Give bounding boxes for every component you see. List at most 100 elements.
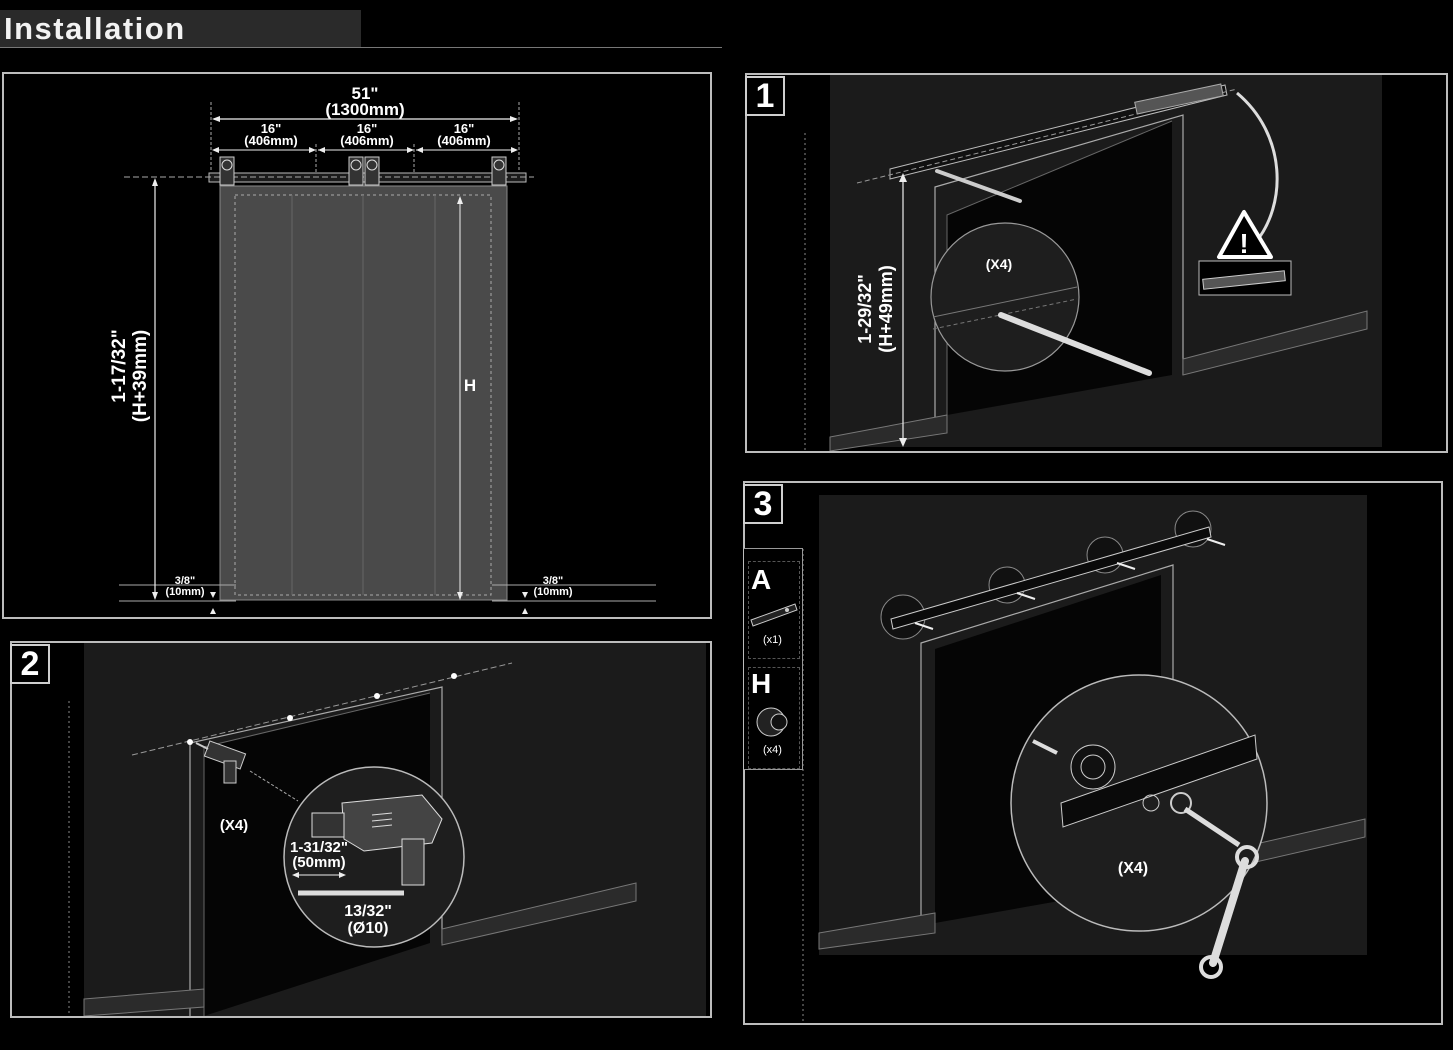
segment-mm-label: (406mm)	[437, 133, 490, 148]
arrowhead	[210, 608, 216, 614]
baseboard	[83, 988, 205, 1017]
drill-detail	[311, 794, 443, 886]
detail-rail-line	[932, 286, 1078, 318]
baseboard	[829, 414, 948, 452]
segment-label: 16"	[454, 121, 475, 136]
bolt-arrow	[1206, 538, 1226, 546]
title-rule	[0, 47, 722, 48]
segment-label: 16"	[261, 121, 282, 136]
arrowhead	[212, 147, 219, 153]
arrowhead	[210, 592, 216, 598]
step2-number: 2	[10, 644, 50, 684]
bolt-magnifier	[1010, 674, 1268, 932]
total-width-label: 51"	[352, 84, 379, 103]
baseboard	[818, 912, 936, 950]
rail	[890, 526, 1212, 630]
overview-diagram: 51" (1300mm) 16" (406mm) 16" (406mm) 16"…	[109, 84, 656, 614]
part-H: H (x4)	[748, 667, 800, 769]
segment-mm-label: (406mm)	[244, 133, 297, 148]
warning-icon	[1217, 210, 1273, 259]
part-letter: H	[751, 668, 772, 699]
spacer-part-icon	[756, 707, 788, 737]
drill-hole	[287, 715, 293, 721]
step3-panel: (X4)	[743, 481, 1443, 1025]
step2-diagram: (X4) 1-31/32" (50mm) 13/32" (Ø10)	[68, 643, 706, 1017]
hanger-center-left	[348, 156, 364, 186]
mounting-height-label: 1-17/32"	[109, 329, 130, 402]
baseboard	[441, 882, 637, 946]
overview-panel: 51" (1300mm) 16" (406mm) 16" (406mm) 16"…	[2, 72, 712, 619]
arrowhead	[522, 592, 528, 598]
detail-rail	[1060, 734, 1258, 828]
bolt-arrow	[914, 622, 934, 630]
bolt-arrow	[1016, 592, 1036, 600]
arrowhead	[292, 872, 299, 878]
part-A: A (x1)	[748, 561, 800, 659]
arrowhead	[457, 196, 463, 204]
detail-washer	[1142, 794, 1160, 812]
step1-number: 1	[745, 76, 785, 116]
detail-spacer-inner	[1080, 754, 1106, 780]
door-frame	[946, 120, 1173, 415]
right-gap-mm-label: (10mm)	[533, 586, 572, 598]
step1-diagram: 1-29/32" (H+49mm) (X4) !	[804, 75, 1382, 452]
segment-label: 16"	[357, 121, 378, 136]
pencil	[935, 169, 1022, 203]
hanger-right	[491, 156, 507, 186]
detail-pencil	[998, 312, 1152, 376]
bracket-detail	[1202, 270, 1286, 290]
part-qty: (x1)	[763, 634, 782, 646]
arrowhead	[309, 147, 316, 153]
rotate-arrow	[1236, 91, 1279, 244]
arrowhead	[416, 147, 423, 153]
arrowhead	[457, 592, 463, 600]
drill-hole	[187, 739, 193, 745]
drill-line	[131, 662, 513, 756]
baseboard	[1182, 310, 1368, 376]
detail-washer	[1170, 792, 1192, 814]
total-width-mm-label: (1300mm)	[325, 100, 404, 119]
right-gap-label: 3/8"	[543, 575, 564, 587]
arrowhead	[152, 178, 158, 186]
page-title: Installation	[4, 11, 186, 46]
magnifier-pointer	[249, 770, 299, 802]
detail-anchor	[1032, 739, 1058, 755]
step2-count: (X4)	[220, 817, 248, 834]
hanger-center-right	[364, 156, 380, 186]
arrowhead	[339, 872, 346, 878]
detail-spacer	[1070, 744, 1116, 790]
step1-panel: 1-29/32" (H+49mm) (X4) !	[745, 73, 1448, 453]
rail-axis	[856, 88, 1238, 184]
part-qty: (x4)	[763, 744, 782, 756]
part-letter: A	[751, 564, 772, 595]
mounting-height-mm-label: (H+39mm)	[130, 330, 151, 422]
arrowhead	[899, 438, 907, 447]
door-height-label: H	[464, 376, 476, 395]
title-bar	[0, 10, 361, 47]
drill-depth-mm-label: (50mm)	[292, 854, 345, 871]
step3-number: 3	[743, 484, 783, 524]
rail-height-mm-label: (H+49mm)	[876, 265, 896, 353]
step3-count: (X4)	[1118, 860, 1148, 877]
detail-bolt	[1183, 806, 1241, 848]
wrench-icon	[1199, 845, 1259, 979]
arrowhead	[899, 173, 907, 182]
drill-hole	[374, 693, 380, 699]
hanger-left	[219, 156, 235, 186]
warning-exclamation: !	[1239, 228, 1248, 259]
bit-size-mm-label: (Ø10)	[348, 920, 389, 937]
left-gap-label: 3/8"	[175, 575, 196, 587]
bit-size-label: 13/32"	[344, 903, 392, 920]
step2-panel: (X4) 1-31/32" (50mm) 13/32" (Ø10)	[10, 641, 712, 1018]
segment-mm-label: (406mm)	[340, 133, 393, 148]
arrowhead	[318, 147, 325, 153]
step1-count: (X4)	[986, 256, 1012, 272]
rail-bracket	[1134, 83, 1224, 115]
drill-depth-label: 1-31/32"	[290, 839, 348, 856]
drill-hole	[451, 673, 457, 679]
rail-height-label: 1-29/32"	[855, 274, 875, 344]
arrowhead	[407, 147, 414, 153]
left-gap-mm-label: (10mm)	[165, 586, 204, 598]
arrowhead	[152, 592, 158, 600]
rail-part-icon	[750, 603, 798, 627]
